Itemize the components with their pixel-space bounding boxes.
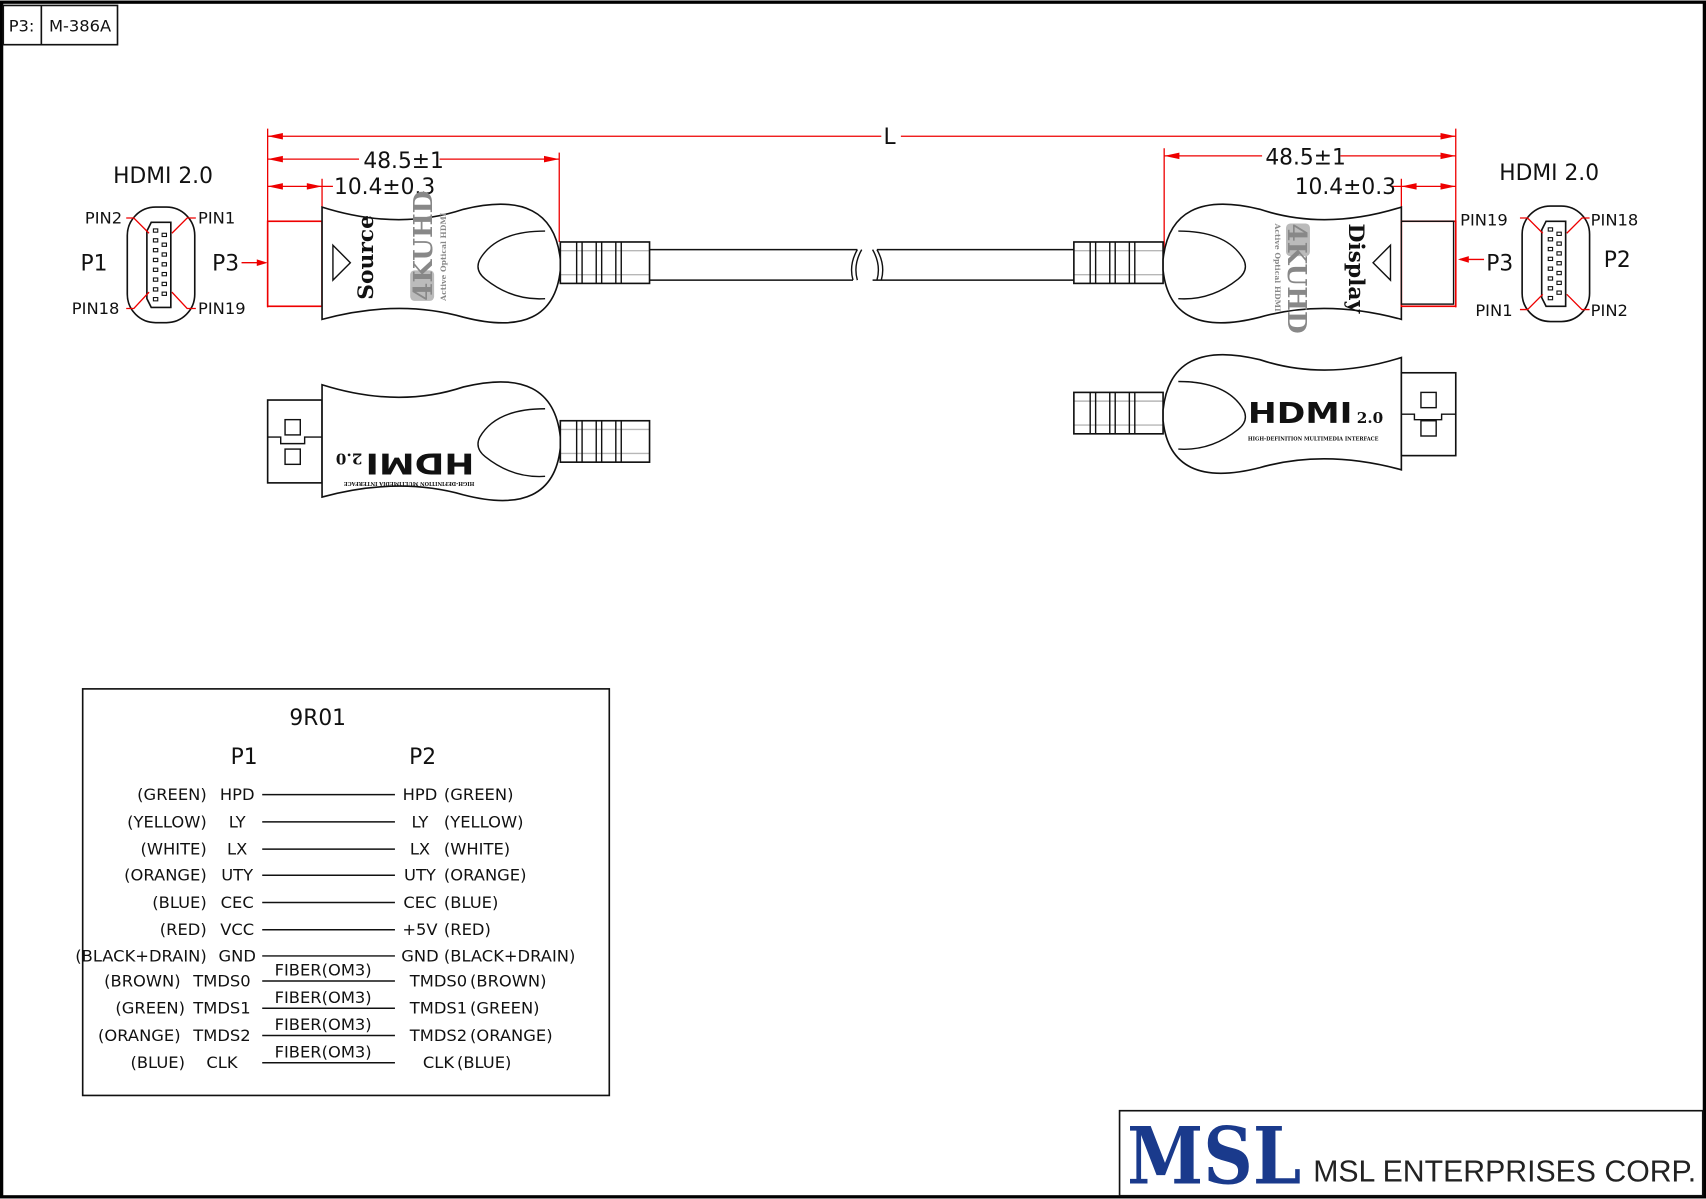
4kuhd-badge: 4KUHD [1281, 223, 1312, 333]
wire-color-p1: (ORANGE) [98, 1026, 181, 1045]
dim-overall-length: L [883, 125, 896, 150]
pin-label: PIN2 [85, 208, 122, 227]
wire-color-p2: (BLACK+DRAIN) [444, 946, 575, 965]
wire-color-p2: (ORANGE) [470, 1026, 553, 1045]
wire-color-p1: (GREEN) [137, 785, 207, 804]
hdmi-tagline: HIGH-DEFINITION MULTIMEDIA INTERFACE [344, 480, 475, 486]
left-standard-label: HDMI 2.0 [113, 164, 213, 189]
signal-p2: HPD [403, 785, 438, 804]
signal-p1: TMDS1 [192, 999, 250, 1018]
wire-color-p2: (BROWN) [470, 971, 546, 990]
fiber-label: FIBER(OM3) [275, 988, 372, 1007]
dim-body-right: 48.5±1 [1265, 146, 1345, 171]
signal-p2: CEC [403, 893, 436, 912]
signal-p1: HPD [220, 785, 255, 804]
signal-p1: UTY [221, 866, 253, 885]
fiber-label: FIBER(OM3) [275, 1042, 372, 1061]
pin-label: PIN19 [1460, 211, 1508, 230]
col-p2: P2 [409, 745, 436, 770]
hdmi-logo: HDMI [366, 446, 475, 479]
part-number: M-386A [49, 17, 112, 36]
cable [649, 248, 1074, 281]
hdmi-version: 2.0 [336, 449, 362, 467]
signal-p2: TMDS2 [409, 1026, 467, 1045]
pin-label: PIN18 [72, 299, 120, 318]
wire-color-p1: (ORANGE) [124, 866, 207, 885]
display-label: Display [1343, 223, 1368, 314]
wiring-table: 9R01 P1 P2 (GREEN) HPD HPD (GREEN) (YELLOW) L… [75, 688, 611, 1097]
source-label: Source [354, 215, 379, 300]
col-p1: P1 [231, 745, 258, 770]
wire-color-p2: (BLUE) [457, 1053, 511, 1072]
wire-color-p1: (BROWN) [104, 971, 180, 990]
signal-p2: TMDS1 [409, 999, 467, 1018]
pin-label: PIN1 [198, 208, 235, 227]
wire-color-p1: (WHITE) [141, 840, 207, 859]
right-port-view: HDMI 2.0 PIN19 PIN18 PIN1 PIN2 P2 P3 [1457, 161, 1639, 323]
signal-p2: LY [412, 812, 429, 831]
fiber-label: FIBER(OM3) [275, 961, 372, 980]
dim-body-left: 48.5±1 [363, 149, 443, 174]
right-connector-top: Display 4KUHD Active Optical HDMI [1073, 203, 1457, 334]
badge-subtitle: Active Optical HDMI [1273, 222, 1282, 312]
signal-p2: +5V [402, 920, 438, 939]
wire-color-p1: (BLUE) [131, 1053, 185, 1072]
pin-label: PIN2 [1591, 301, 1628, 320]
wire-color-p2: (GREEN) [470, 999, 540, 1018]
hdmi-tagline: HIGH-DEFINITION MULTIMEDIA INTERFACE [1248, 436, 1379, 442]
left-port-view: HDMI 2.0 PIN2 PIN1 PIN18 PIN19 P1 P3 [72, 164, 268, 324]
pin-label: PIN1 [1475, 301, 1512, 320]
hdmi-version: 2.0 [1357, 409, 1383, 427]
dim-plug-left: 10.4±0.3 [334, 175, 435, 200]
signal-p1: LX [227, 840, 247, 859]
wire-color-p2: (GREEN) [444, 785, 514, 804]
signal-p1: TMDS2 [192, 1026, 250, 1045]
left-connector-top: Source 4KUHD Active Optical HDMI [266, 191, 651, 324]
wire-color-p1: (RED) [160, 920, 207, 939]
signal-p1: TMDS0 [192, 971, 250, 990]
wire-color-p2: (BLUE) [444, 893, 498, 912]
signal-p2: LX [410, 840, 430, 859]
p3-label-right: P3 [1486, 251, 1513, 276]
right-standard-label: HDMI 2.0 [1499, 161, 1599, 186]
signal-p2: CLK [423, 1053, 455, 1072]
signal-p2: GND [401, 946, 438, 965]
title-block: P3: M-386A [2, 4, 119, 46]
company-block: MSL MSL ENTERPRISES CORP. [1118, 1109, 1704, 1199]
wire-color-p1: (YELLOW) [127, 812, 207, 831]
p1-label: P1 [81, 251, 108, 276]
wire-color-p2: (ORANGE) [444, 866, 527, 885]
signal-p2: TMDS0 [409, 971, 467, 990]
signal-p1: VCC [220, 920, 254, 939]
fiber-label: FIBER(OM3) [275, 1015, 372, 1034]
signal-p1: GND [218, 946, 255, 965]
dimension-lines: L 48.5±1 10.4±0.3 48.5±1 10.4±0.3 [266, 125, 1457, 308]
signal-p2: UTY [404, 866, 436, 885]
pin-label: PIN19 [198, 299, 246, 318]
dim-plug-right: 10.4±0.3 [1295, 175, 1396, 200]
wire-color-p1: (GREEN) [115, 999, 185, 1018]
wire-color-p2: (RED) [444, 920, 491, 939]
left-connector-bottom: HDMI 2.0 HIGH-DEFINITION MULTIMEDIA INTE… [266, 381, 651, 502]
msl-logo: MSL [1127, 1111, 1301, 1199]
wire-color-p2: (YELLOW) [444, 812, 524, 831]
p2-label: P2 [1604, 248, 1631, 273]
hdmi-logo: HDMI [1248, 397, 1352, 430]
company-name: MSL ENTERPRISES CORP. [1313, 1155, 1696, 1189]
wiring-title: 9R01 [289, 706, 346, 731]
wire-color-p1: (BLACK+DRAIN) [75, 946, 206, 965]
signal-p1: LY [229, 812, 246, 831]
signal-p1: CEC [221, 893, 254, 912]
signal-p1: CLK [206, 1053, 238, 1072]
right-connector-bottom: HDMI 2.0 HIGH-DEFINITION MULTIMEDIA INTE… [1073, 353, 1457, 475]
badge-subtitle: Active Optical HDMI [439, 212, 448, 302]
p3-label-left: P3 [212, 251, 239, 276]
wire-color-p2: (WHITE) [444, 840, 510, 859]
pin-label: PIN18 [1591, 211, 1639, 230]
wire-color-p1: (BLUE) [152, 893, 206, 912]
4kuhd-badge: 4KUHD [408, 191, 439, 301]
title-block-label: P3: [9, 17, 35, 36]
